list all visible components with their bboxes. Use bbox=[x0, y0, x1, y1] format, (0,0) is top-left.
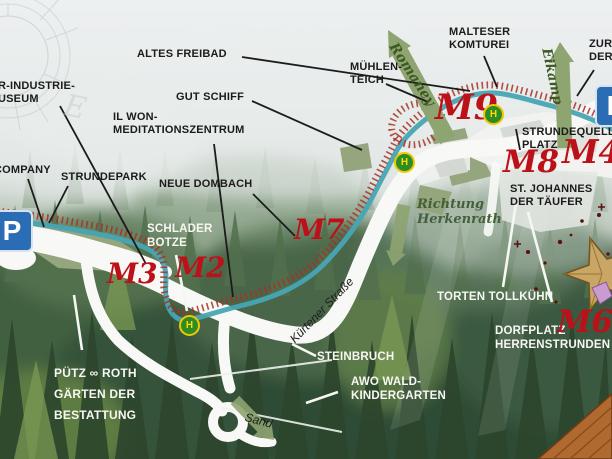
marker-m6: M6 bbox=[557, 304, 612, 340]
label-gut-schiff: GUT SCHIFF bbox=[176, 91, 244, 103]
label-steinbruch: STEINBRUCH bbox=[317, 351, 395, 363]
white-leader-lines bbox=[72, 202, 554, 405]
parking-sign-left: P bbox=[0, 210, 33, 252]
label-schlader-botze: SCHLADER BOTZE bbox=[147, 223, 213, 249]
marker-m8: M8 bbox=[503, 144, 559, 180]
parking-sign-right: P bbox=[595, 85, 612, 127]
bus-stop-icon-schlader: H bbox=[179, 315, 200, 336]
label-il-won-meditationszentrum: IL WON- MEDITATIONSZENTRUM bbox=[113, 111, 245, 137]
label-dorfplatz-herrenstrunden: DORFPLATZ HERRENSTRUNDEN bbox=[495, 325, 611, 351]
label-zur-der: ZUR DER bbox=[589, 38, 612, 64]
direction-arrows bbox=[230, 30, 574, 440]
marker-m4: M4 bbox=[562, 132, 612, 171]
trail-hatch bbox=[0, 81, 612, 316]
label-muehlenteich: MÜHLEN- TEICH bbox=[350, 61, 403, 87]
marker-m3: M3 bbox=[107, 257, 158, 290]
label-richtung-herkenrath: Richtung Herkenrath bbox=[417, 197, 502, 227]
marker-m7: M7 bbox=[294, 213, 345, 246]
label-neue-dombach: NEUE DOMBACH bbox=[159, 178, 253, 190]
label-awo-kindergarten: AWO WALD- KINDERGARTEN bbox=[351, 376, 447, 402]
label-altes-freibad: ALTES FREIBAD bbox=[137, 48, 227, 60]
bus-stop-icon-m9: H bbox=[483, 104, 504, 125]
label-puetz-roth: PÜTZ ∞ ROTH GÄRTEN DER BESTATTUNG bbox=[54, 366, 137, 422]
marker-m2: M2 bbox=[175, 251, 226, 284]
herkenrath-arrow bbox=[386, 203, 411, 266]
romaney-arrow bbox=[388, 30, 456, 145]
label-malteser-komturei: MALTESER KOMTUREI bbox=[449, 26, 511, 52]
label-industriemuseum: R-INDUSTRIE- USEUM bbox=[0, 80, 75, 106]
compass-rose-icon bbox=[0, 0, 79, 131]
roof-illustration bbox=[536, 393, 612, 459]
red-specks bbox=[514, 203, 610, 304]
label-strundequellplatz: STRUNDEQUELL PLATZ bbox=[522, 126, 612, 152]
star-illustration bbox=[561, 235, 612, 313]
eikamp-arrow bbox=[549, 42, 574, 149]
label-st-johannes: ST. JOHANNES DER TÄUFER bbox=[510, 183, 593, 209]
black-leader-lines bbox=[27, 55, 595, 298]
roundabout bbox=[0, 246, 36, 270]
label-torten-tollkuehn: TORTEN TOLLKÜHN bbox=[437, 291, 554, 303]
sand-arrow bbox=[230, 395, 274, 440]
strunde-stream bbox=[0, 90, 612, 323]
label-company: COMPANY bbox=[0, 164, 51, 176]
bus-stop-icon-west: H bbox=[394, 152, 415, 173]
label-strundepark: STRUNDEPARK bbox=[61, 171, 147, 183]
